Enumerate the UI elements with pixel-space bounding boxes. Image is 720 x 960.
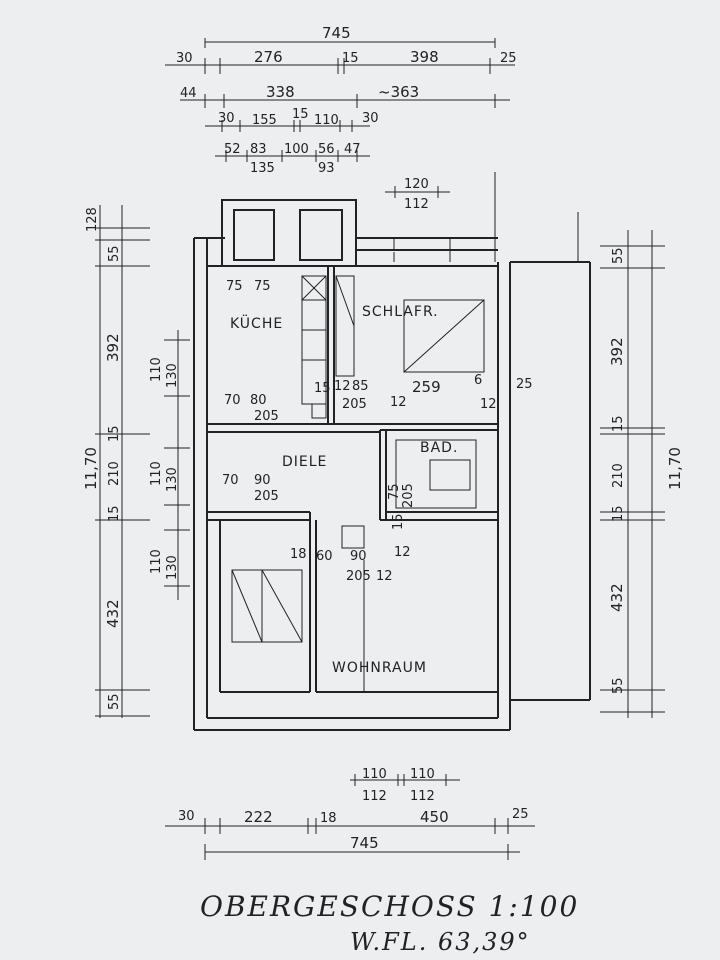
schlafr-side-a: 6	[474, 373, 482, 388]
wohn-door-f: 12	[376, 569, 393, 584]
kueche-win-a: 70	[224, 393, 241, 408]
top-dim-r2-2: ~363	[378, 83, 419, 101]
top-dim-r3-0: 30	[218, 111, 235, 126]
bad-door-b: 205	[401, 483, 416, 508]
bottom-total-dim: 745	[350, 834, 379, 852]
left-win-1: 130	[165, 363, 180, 388]
top-dim-r4-2: 100	[284, 142, 309, 157]
top-dim-r1-3: 398	[410, 48, 439, 66]
left-seg-5: 15	[107, 505, 122, 522]
bottom-dim-r1-0: 30	[178, 809, 195, 824]
top-dim-r1-1: 276	[254, 48, 283, 66]
bottom-dimension-lines	[165, 774, 535, 860]
top-dim-r5-1: 93	[318, 161, 335, 176]
bottom-dim-r1-3: 450	[420, 808, 449, 826]
diele-win-b: 90	[254, 473, 271, 488]
bad-door-c: 15	[391, 513, 406, 530]
room-label-diele: DIELE	[282, 454, 327, 470]
top-dim-r3-3: 110	[314, 113, 339, 128]
left-seg-4: 210	[107, 461, 122, 486]
top-dim-r5-0: 135	[250, 161, 275, 176]
right-seg-1: 392	[608, 337, 626, 366]
kueche-door-a: 75	[226, 279, 243, 294]
right-total-dim: 11,70	[666, 447, 684, 490]
schlafr-dim-a: 15	[314, 381, 331, 396]
left-seg-2: 392	[104, 333, 122, 362]
left-seg-7: 55	[107, 693, 122, 710]
bottom-dim-r1-2: 18	[320, 811, 337, 826]
room-label-bad: BAD.	[420, 440, 458, 456]
top-total-dim: 745	[322, 24, 351, 42]
top-stair-a: 120	[404, 177, 429, 192]
left-seg-1: 55	[107, 245, 122, 262]
wohn-door-e: 205	[346, 569, 371, 584]
bottom-door-a1: 110	[362, 767, 387, 782]
right-seg-5: 432	[608, 583, 626, 612]
bottom-door-b1: 112	[362, 789, 387, 804]
left-win-4: 110	[149, 549, 164, 574]
wohn-door-a: 18	[290, 547, 307, 562]
top-dim-r1-2: 15	[342, 51, 359, 66]
top-dim-r4-1: 83	[250, 142, 267, 157]
left-win-2: 110	[149, 461, 164, 486]
top-dim-r4-0: 52	[224, 142, 241, 157]
outer-walls	[193, 199, 591, 731]
top-dim-r2-0: 44	[180, 86, 197, 101]
schlafr-side-c: 25	[516, 377, 533, 392]
left-win-3: 130	[165, 467, 180, 492]
top-dim-r4-4: 47	[344, 142, 361, 157]
living-area: W.FL. 63,39°	[350, 928, 531, 956]
bottom-door-b2: 112	[410, 789, 435, 804]
left-win-0: 110	[149, 357, 164, 382]
bottom-dim-r1-1: 222	[244, 808, 273, 826]
right-seg-2: 15	[611, 415, 626, 432]
schlafr-dim-d: 205	[342, 397, 367, 412]
schlafr-dim-e: 12	[390, 395, 407, 410]
left-win-5: 130	[165, 555, 180, 580]
schlafr-width: 259	[412, 378, 441, 396]
bottom-door-a2: 110	[410, 767, 435, 782]
right-seg-0: 55	[611, 247, 626, 264]
diele-win-c: 205	[254, 489, 279, 504]
bottom-dim-r1-4: 25	[512, 807, 529, 822]
right-seg-4: 15	[611, 505, 626, 522]
room-label-kueche: KÜCHE	[230, 314, 283, 332]
right-dimension-lines	[600, 230, 665, 718]
fixtures	[231, 238, 485, 692]
room-label-schlafr: SCHLAFR.	[362, 304, 439, 320]
interior-walls	[207, 266, 498, 693]
top-stair-b: 112	[404, 197, 429, 212]
left-seg-6: 432	[104, 599, 122, 628]
top-dim-r2-1: 338	[266, 83, 295, 101]
top-dim-r3-2: 15	[292, 107, 309, 122]
top-dimension-lines	[165, 38, 579, 262]
room-label-wohnraum: WOHNRAUM	[332, 660, 427, 676]
schlafr-side-b: 12	[480, 397, 497, 412]
left-seg-0: 128	[85, 207, 100, 232]
top-dim-r1-4: 25	[500, 51, 517, 66]
left-seg-3: 15	[107, 425, 122, 442]
top-dim-r1-0: 30	[176, 51, 193, 66]
wohn-door-d: 12	[394, 545, 411, 560]
right-seg-3: 210	[611, 463, 626, 488]
schlafr-dim-b: 12	[334, 379, 351, 394]
wohn-door-b: 60	[316, 549, 333, 564]
bad-door-a: 75	[387, 483, 402, 500]
drawing-title: OBERGESCHOSS 1:100	[200, 890, 579, 923]
kueche-win-b: 80	[250, 393, 267, 408]
right-seg-6: 55	[611, 677, 626, 694]
wohn-door-c: 90	[350, 549, 367, 564]
left-dimension-lines	[95, 205, 190, 718]
schlafr-dim-c: 85	[352, 379, 369, 394]
top-dim-r3-4: 30	[362, 111, 379, 126]
kueche-door-b: 75	[254, 279, 271, 294]
kueche-win-c: 205	[254, 409, 279, 424]
top-dim-r4-3: 56	[318, 142, 335, 157]
left-total-dim: 11,70	[82, 447, 100, 490]
diele-win-a: 70	[222, 473, 239, 488]
top-dim-r3-1: 155	[252, 113, 277, 128]
